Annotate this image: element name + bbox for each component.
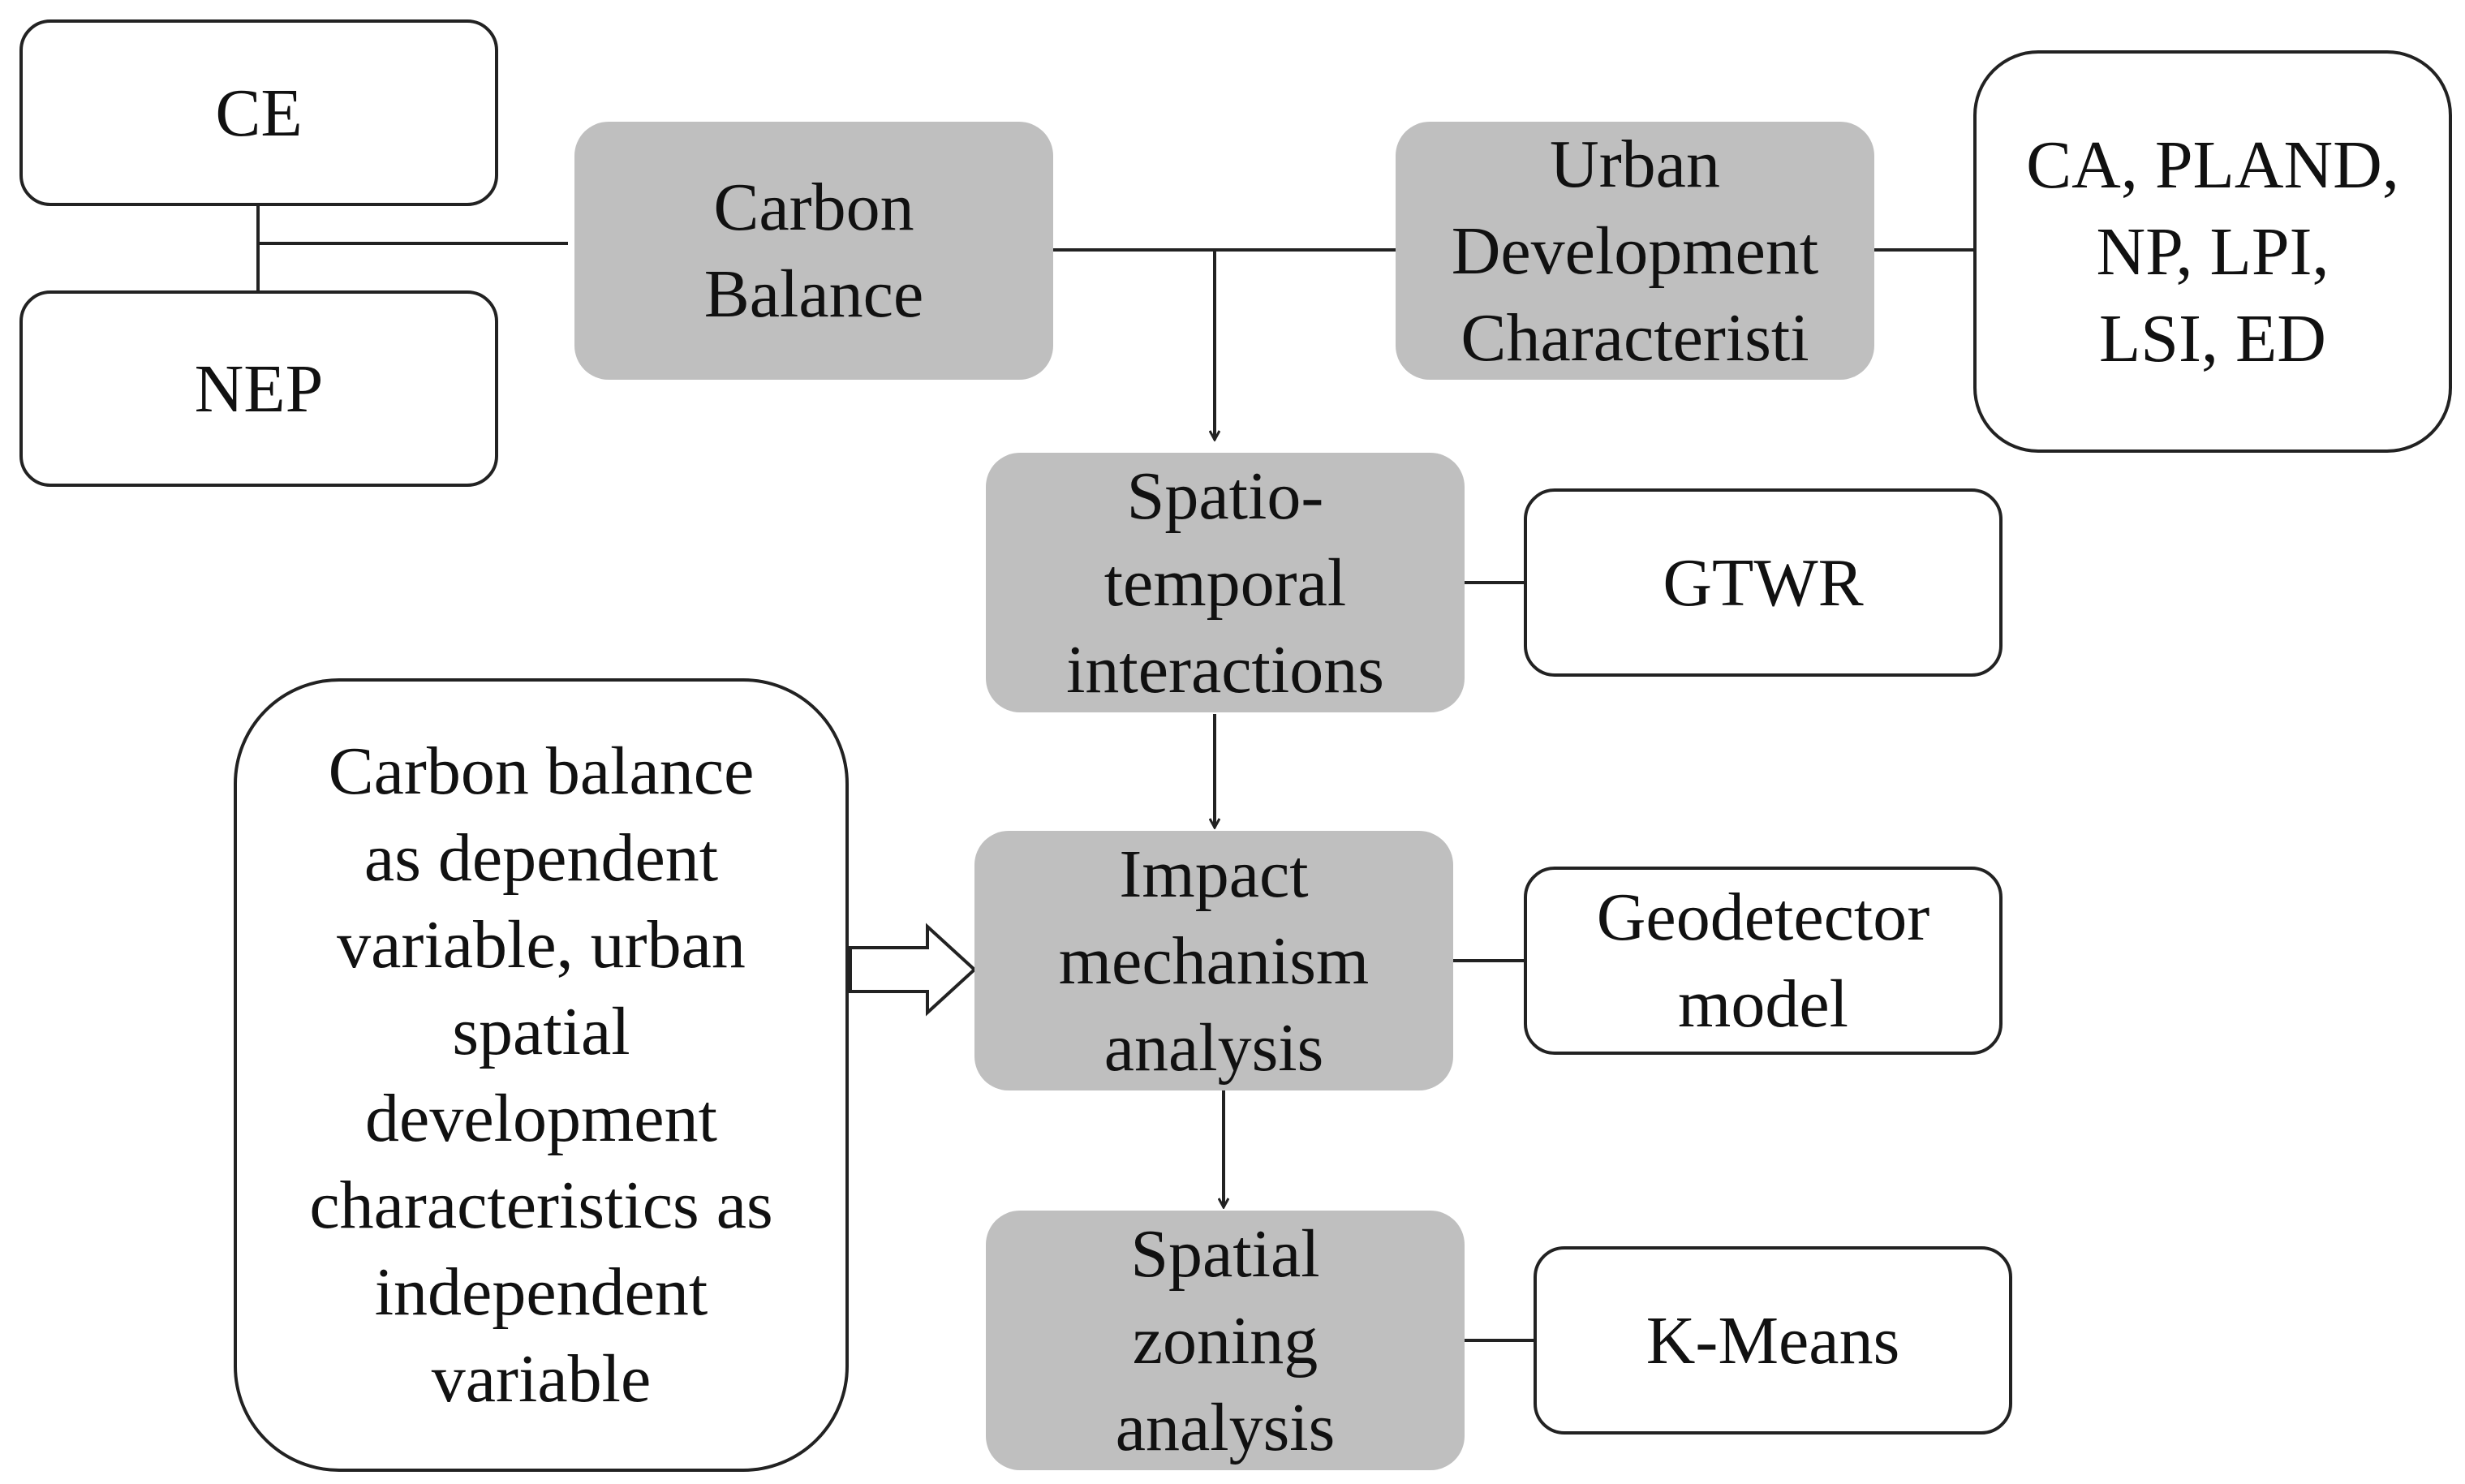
ce-box: CE (19, 19, 498, 206)
nep-label: NEP (194, 351, 324, 427)
spatial-zoning-label: Spatial zoning analysis (1115, 1215, 1336, 1465)
landscape-metrics-label: CA, PLAND, NP, LPI, LSI, ED (2026, 127, 2399, 376)
geodetector-label: Geodetector model (1596, 880, 1930, 1042)
ce-label: CE (215, 75, 303, 151)
variables-note-label: Carbon balance as dependent variable, ur… (309, 733, 773, 1417)
impact-mechanism-box: Impact mechanism analysis (974, 831, 1453, 1090)
impact-mechanism-label: Impact mechanism analysis (1058, 836, 1370, 1086)
block-arrow-to-impact (849, 923, 977, 1017)
landscape-metrics-box: CA, PLAND, NP, LPI, LSI, ED (1973, 50, 2452, 453)
gtwr-box: GTWR (1524, 488, 2003, 677)
gtwr-label: GTWR (1663, 544, 1864, 621)
nep-box: NEP (19, 290, 498, 487)
variables-note-box: Carbon balance as dependent variable, ur… (234, 678, 849, 1472)
spatial-zoning-box: Spatial zoning analysis (986, 1211, 1465, 1470)
urban-development-label: Urban Development Characteristi (1451, 126, 1819, 376)
carbon-balance-label: Carbon Balance (703, 170, 924, 332)
carbon-balance-box: Carbon Balance (574, 122, 1053, 380)
spatio-temporal-box: Spatio- temporal interactions (986, 453, 1465, 712)
kmeans-box: K-Means (1534, 1246, 2012, 1435)
spatio-temporal-label: Spatio- temporal interactions (1066, 458, 1384, 708)
kmeans-label: K-Means (1645, 1302, 1900, 1379)
geodetector-box: Geodetector model (1524, 867, 2003, 1055)
urban-development-box: Urban Development Characteristi (1396, 122, 1874, 380)
